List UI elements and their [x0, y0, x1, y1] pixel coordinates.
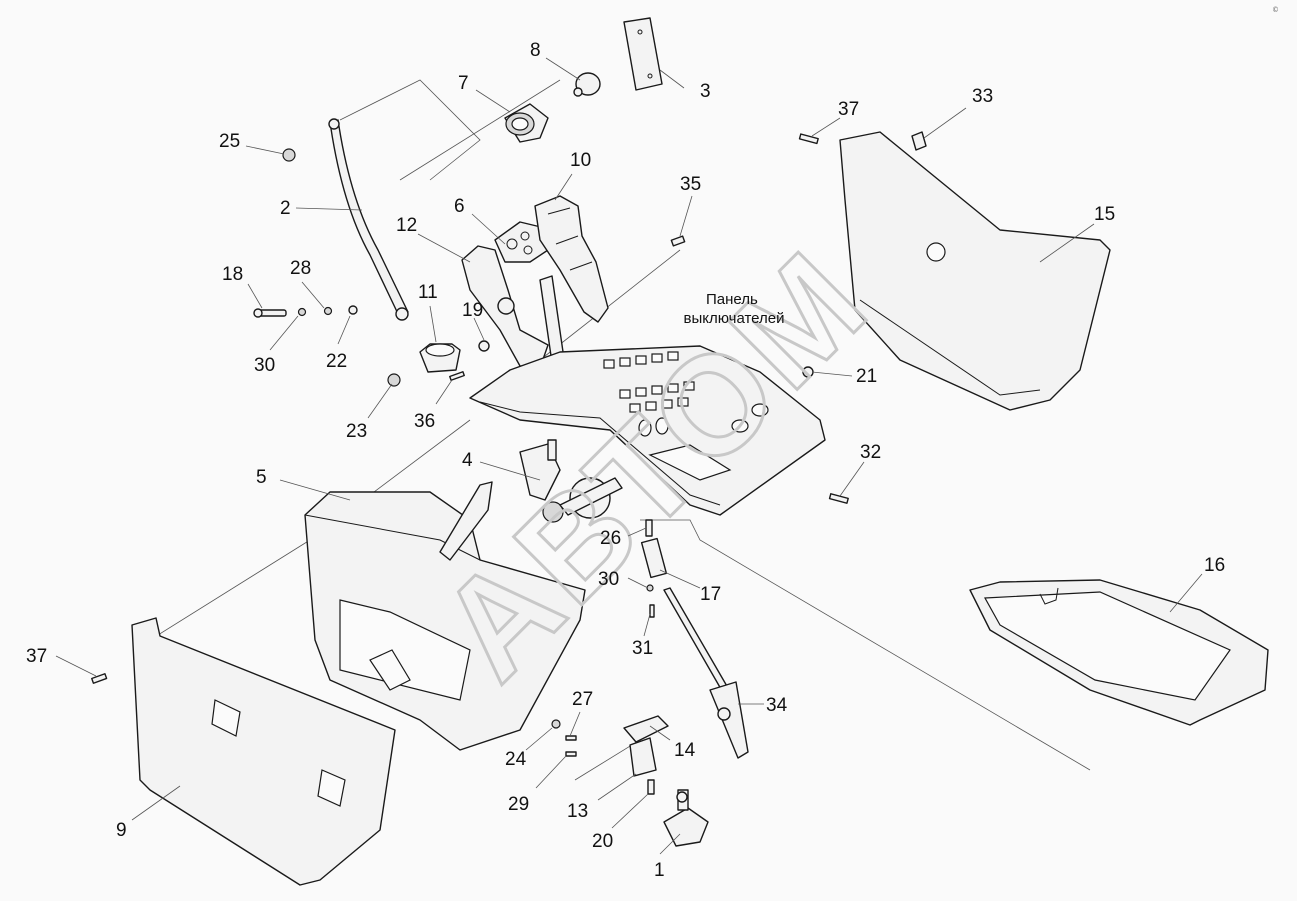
label-36: 36: [414, 411, 435, 432]
label-26: 26: [600, 528, 621, 549]
part-13-bracket: [623, 715, 709, 847]
part-10-handle: [534, 195, 609, 323]
label-34: 34: [766, 695, 788, 716]
label-13: 13: [567, 801, 588, 822]
label-7: 7: [458, 73, 469, 94]
label-10: 10: [570, 150, 591, 171]
label-28: 28: [290, 258, 311, 279]
label-30-upper: 30: [254, 355, 275, 376]
corner-mark: ©: [1272, 6, 1279, 14]
projection-lines: [149, 79, 1091, 781]
label-9: 9: [116, 820, 127, 841]
part-8-knob: [573, 72, 601, 97]
label-5: 5: [256, 467, 267, 488]
label-18: 18: [222, 264, 243, 285]
label-20: 20: [592, 831, 613, 852]
small-hardware: [387, 133, 819, 387]
label-15: 15: [1094, 204, 1115, 225]
label-30-lower: 30: [598, 569, 619, 590]
part-11-clamp: [419, 343, 461, 373]
label-14: 14: [674, 740, 696, 761]
label-24: 24: [505, 749, 527, 770]
switch-buttons: [603, 351, 769, 481]
label-22: 22: [326, 351, 347, 372]
label-8: 8: [530, 40, 541, 61]
part-33-clip: [911, 131, 927, 151]
label-31: 31: [632, 638, 653, 659]
part-12-lever-housing: [461, 245, 549, 369]
part-3-plate: [623, 17, 663, 91]
small-hardware-lower: [91, 366, 849, 757]
part-34-sensor-rod: [640, 519, 749, 759]
label-37-lower: 37: [26, 646, 47, 667]
label-29: 29: [508, 794, 529, 815]
part-15-cover: [839, 131, 1111, 411]
part-16-tray: [969, 579, 1269, 726]
callout-numbers: 1 2 3 4 5 6 7 8 9 10 11 12 13 14 15 16 1…: [26, 40, 1225, 881]
label-3: 3: [700, 81, 711, 102]
label-6: 6: [454, 196, 465, 217]
label-19: 19: [462, 300, 483, 321]
label-11: 11: [418, 282, 438, 303]
label-16: 16: [1204, 555, 1225, 576]
label-23: 23: [346, 421, 367, 442]
label-2: 2: [280, 198, 291, 219]
label-25: 25: [219, 131, 240, 152]
part-7-sleeve: [504, 103, 549, 143]
part-2-rod: [328, 118, 409, 321]
label-33: 33: [972, 86, 993, 107]
callout-leaders: [55, 57, 1203, 855]
label-1: 1: [654, 860, 665, 881]
part-4-mechanism: [519, 439, 623, 523]
label-27: 27: [572, 689, 593, 710]
part-25-nut: [282, 148, 296, 162]
part-5-console-body: [304, 481, 586, 751]
label-37-upper: 37: [838, 99, 859, 120]
part-18-bolt: [253, 305, 358, 318]
label-35: 35: [680, 174, 701, 195]
label-12: 12: [396, 215, 417, 236]
label-17: 17: [700, 584, 721, 605]
switch-panel: [469, 345, 826, 516]
part-9-side-panel: [131, 617, 396, 886]
switch-panel-note: Панель выключателей: [683, 291, 784, 327]
label-32: 32: [860, 442, 881, 463]
label-4: 4: [462, 450, 473, 471]
label-21: 21: [856, 366, 877, 387]
